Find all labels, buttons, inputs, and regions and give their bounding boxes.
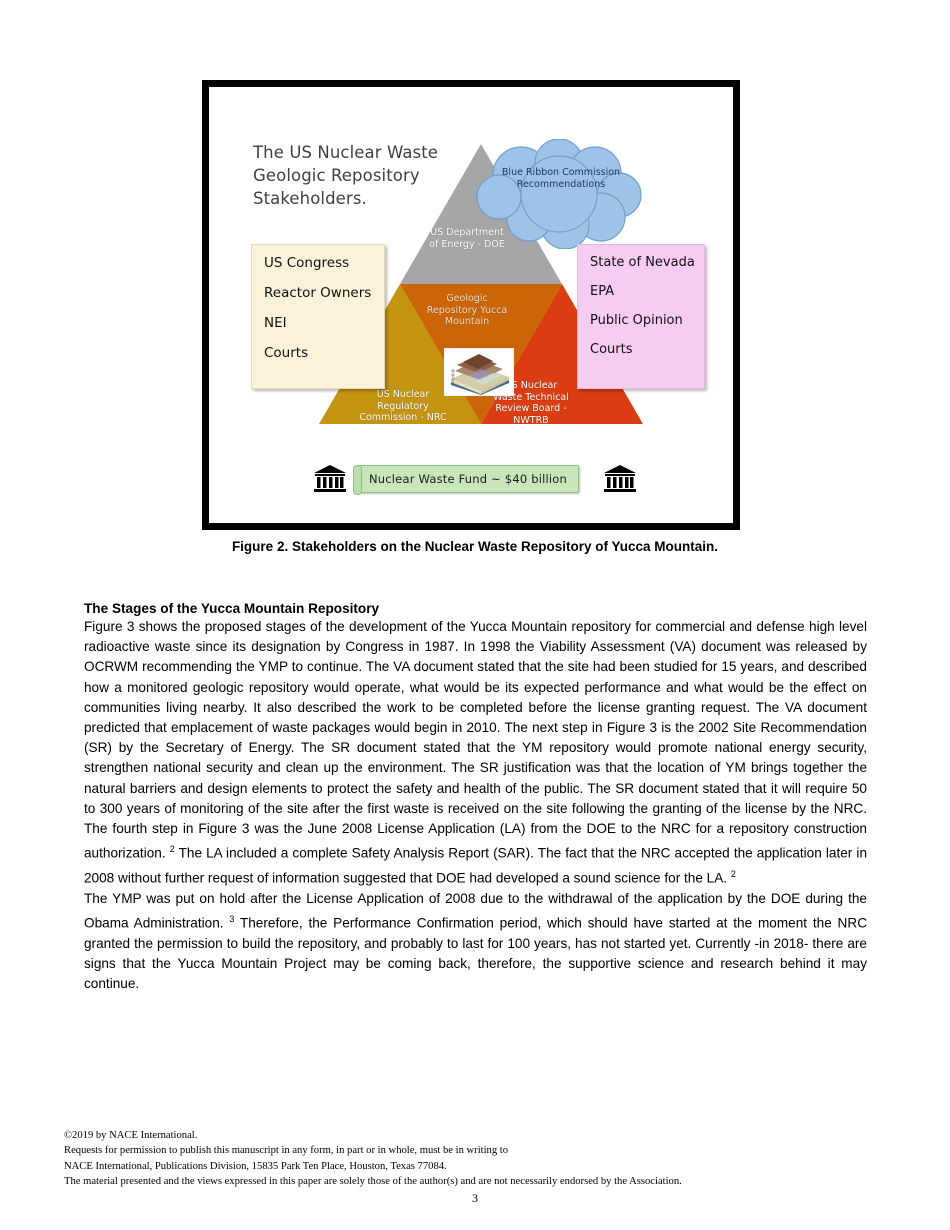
geologic-repository-thumbnail-image <box>444 348 514 396</box>
left-stakeholder-item: Courts <box>264 345 309 361</box>
left-stakeholders-box: US Congress Reactor Owners NEI Courts <box>251 244 385 389</box>
footnote-ref-3: 3 <box>229 913 235 924</box>
right-stakeholder-item: EPA <box>590 284 615 299</box>
triangle-center-label: Geologic Repository Yucca Mountain <box>426 293 508 328</box>
geologic-cross-section-icon <box>445 349 513 395</box>
cloud-shape-icon <box>476 138 642 250</box>
paragraph-2: The YMP was put on hold after the Licens… <box>84 889 867 995</box>
triangle-bottom-left-label: US Nuclear Regulatory Commission - NRC <box>359 389 447 424</box>
footnote-ref-2a: 2 <box>169 844 175 855</box>
document-body-column: The Stages of the Yucca Mountain Reposit… <box>84 601 867 994</box>
footer-line-address: NACE International, Publications Divisio… <box>64 1160 447 1172</box>
triangle-bottom-right-label: US Nuclear Waste Technical Review Board … <box>493 380 569 426</box>
bank-building-icon <box>313 464 347 494</box>
figure-2-caption: Figure 2. Stakeholders on the Nuclear Wa… <box>231 539 719 554</box>
right-stakeholders-box: State of Nevada EPA Public Opinion Court… <box>577 244 705 389</box>
footer-line-permissions: Requests for permission to publish this … <box>64 1145 509 1157</box>
paragraph-1-part-a: Figure 3 shows the proposed stages of th… <box>84 619 867 861</box>
figure-title-text: The US Nuclear Waste Geologic Repository… <box>253 143 439 208</box>
paragraph-1-part-b: The LA included a complete Safety Analys… <box>84 845 868 886</box>
right-stakeholder-item: State of Nevada <box>590 255 695 270</box>
right-stakeholder-item: Courts <box>590 342 633 357</box>
nuclear-waste-fund-banner: Nuclear Waste Fund ~ $40 billion <box>353 465 579 495</box>
page-number: 3 <box>472 1191 478 1205</box>
cloud-label-text: Blue Ribbon Commission Recommendations <box>501 167 621 191</box>
left-stakeholder-item: Reactor Owners <box>264 285 372 301</box>
blue-ribbon-commission-cloud <box>469 138 649 250</box>
classical-bank-icon <box>314 465 346 492</box>
figure-2-canvas: The US Nuclear Waste Geologic Repository… <box>209 87 733 523</box>
footer-line-disclaimer: The material presented and the views exp… <box>64 1175 682 1187</box>
figure-2-container: The US Nuclear Waste Geologic Repository… <box>202 80 740 530</box>
page-footer: ©2019 by NACE International. Requests fo… <box>64 1128 864 1189</box>
paragraph-1: Figure 3 shows the proposed stages of th… <box>84 617 867 889</box>
classical-bank-icon <box>604 465 636 492</box>
left-stakeholder-item: US Congress <box>264 255 350 271</box>
nuclear-waste-fund-label: Nuclear Waste Fund ~ $40 billion <box>368 472 568 486</box>
triangle-top-label: US Department of Energy - DOE <box>429 227 505 250</box>
right-stakeholder-item: Public Opinion <box>590 313 683 328</box>
left-stakeholder-item: NEI <box>264 315 287 331</box>
footnote-ref-2b: 2 <box>730 868 736 879</box>
paragraph-2-part-b: Therefore, the Performance Confirmation … <box>84 915 868 992</box>
paragraph-2-part-a: The YMP was put on hold after the Licens… <box>84 890 867 931</box>
bank-building-icon <box>603 464 637 494</box>
footer-line-copyright: ©2019 by NACE International. <box>64 1130 198 1141</box>
section-heading: The Stages of the Yucca Mountain Reposit… <box>84 601 380 616</box>
